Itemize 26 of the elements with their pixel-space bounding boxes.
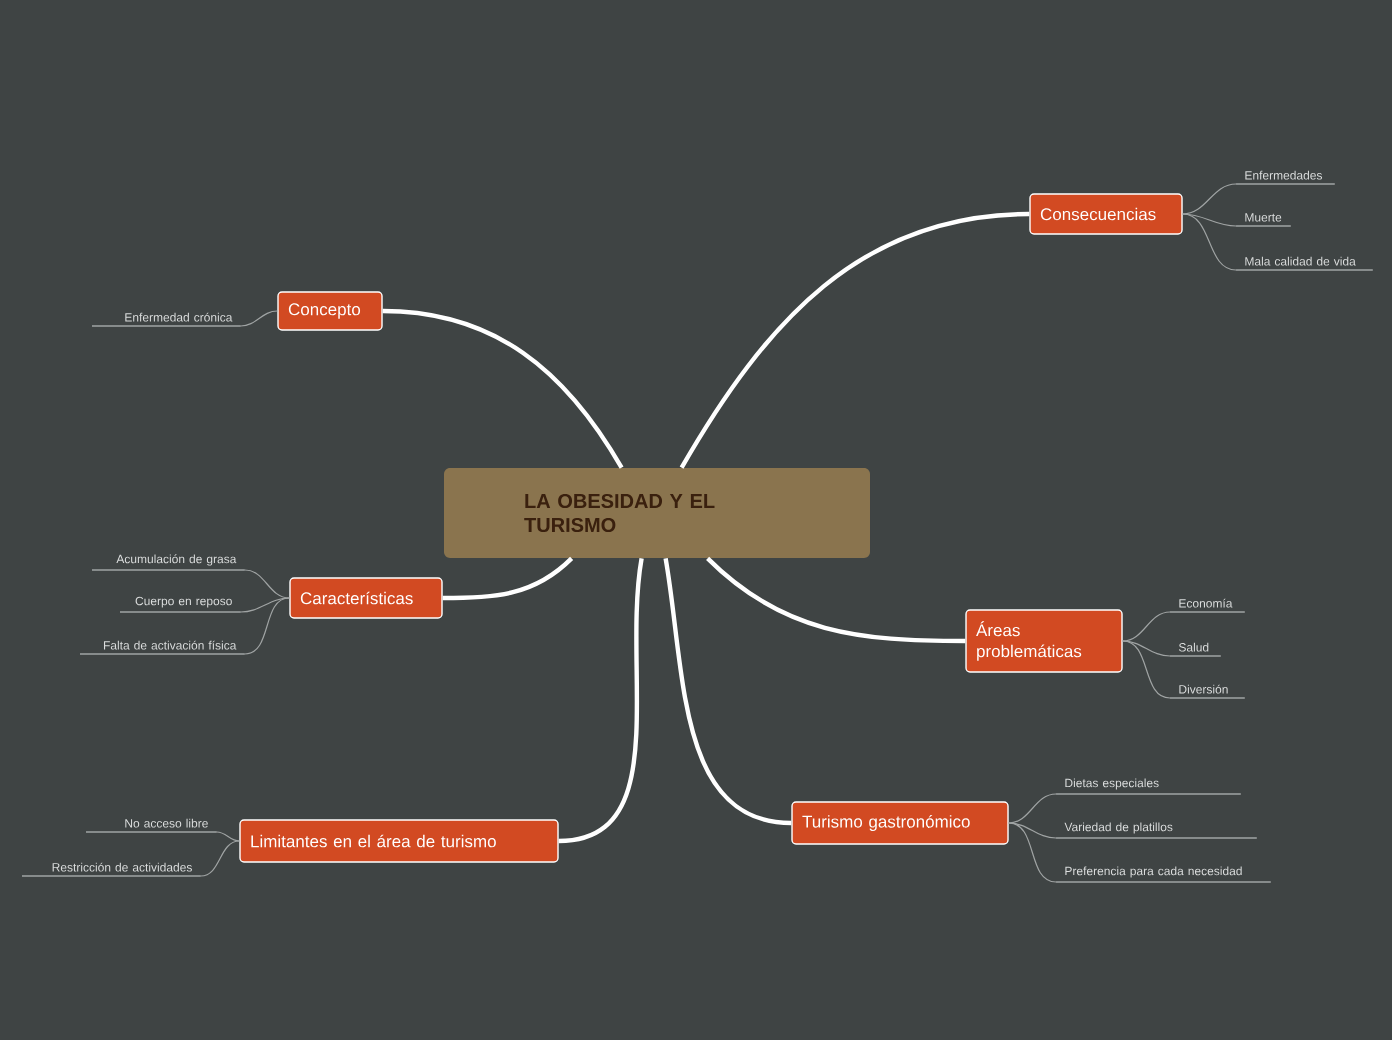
connector-curve (706, 556, 966, 644)
connector-curve (244, 597, 290, 655)
connector-curve (200, 840, 240, 877)
branch-box: Consecuencias (1029, 193, 1183, 235)
connector-curve (244, 569, 290, 599)
connector-curve (1182, 183, 1237, 215)
connector-curve (1008, 822, 1057, 883)
branch-box: Características (289, 577, 443, 619)
connector-curve (216, 831, 240, 842)
branch-box: Áreas problemáticas (965, 609, 1123, 673)
connector-curve (1008, 793, 1057, 824)
connector-curve (1008, 822, 1057, 839)
connector-curve (382, 308, 624, 469)
branch-box: Concepto (277, 291, 383, 331)
branch-box: Turismo gastronómico (791, 801, 1009, 845)
connector-curve (558, 558, 644, 844)
branch-box: Limitantes en el área de turismo (239, 819, 559, 863)
connector-curve (1122, 640, 1171, 699)
connector-curve (240, 310, 278, 327)
connector-curve (663, 558, 792, 826)
connector-curve (679, 211, 1030, 469)
connector-curve (1182, 213, 1237, 227)
connector-curve (442, 556, 574, 601)
connector-curve (1122, 611, 1171, 642)
connector-curve (1182, 213, 1237, 271)
central-topic-box: LA OBESIDAD Y EL TURISMO (444, 468, 870, 558)
